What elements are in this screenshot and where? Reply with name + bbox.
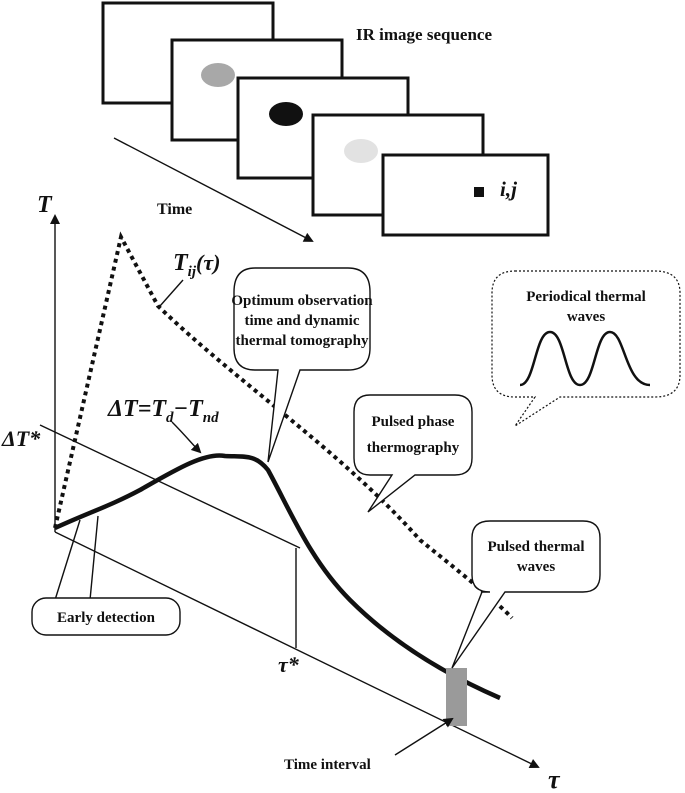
time-arrow <box>113 137 314 242</box>
pulsed-phase-line-2: thermography <box>367 440 460 456</box>
pulsed-phase-callout <box>353 394 473 513</box>
time-label: Time <box>157 201 192 218</box>
tau-star-label: τ* <box>278 652 300 677</box>
periodical-line-2: waves <box>567 309 605 325</box>
periodical-callout <box>491 270 681 427</box>
early-pointer-2 <box>89 515 99 601</box>
periodical-wave-icon <box>519 330 651 387</box>
delta-t-pointer <box>171 421 202 454</box>
time-interval-pointer <box>394 717 454 756</box>
delta-t-equation: ΔT=Td−Tnd <box>107 396 219 426</box>
delta-t-star-line <box>39 424 301 549</box>
pixel-label: i,j <box>500 177 517 201</box>
x-axis <box>54 531 540 768</box>
ir-sequence-title: IR image sequence <box>356 25 492 44</box>
optimum-callout <box>233 267 371 463</box>
early-pointer-1 <box>54 519 81 601</box>
tij-label: Tij(τ) <box>173 250 220 280</box>
time-interval-bar <box>446 668 467 726</box>
pulsed-waves-callout <box>451 520 601 669</box>
ir-frame-5 <box>381 153 550 237</box>
early-detection-label: Early detection <box>57 610 156 626</box>
optimum-line-1: Optimum observation <box>231 293 373 309</box>
defect-spot-dark <box>269 102 303 126</box>
pixel-marker <box>474 187 484 197</box>
defect-spot-light <box>201 63 235 87</box>
time-interval-label: Time interval <box>284 757 371 773</box>
optimum-line-2: time and dynamic <box>244 313 359 329</box>
pulsed-waves-line-1: Pulsed thermal <box>487 539 584 555</box>
tij-pointer <box>159 279 184 307</box>
pulsed-phase-line-1: Pulsed phase <box>372 414 455 430</box>
x-axis-label: τ <box>548 765 561 793</box>
y-axis-label: T <box>37 192 53 218</box>
early-detection-callout <box>31 597 181 636</box>
defect-spot-faint <box>344 139 378 163</box>
delta-t-curve <box>54 453 501 701</box>
pulsed-waves-line-2: waves <box>517 559 555 575</box>
periodical-line-1: Periodical thermal <box>526 289 646 305</box>
delta-t-star-label: ΔT* <box>1 426 41 451</box>
optimum-line-3: thermal tomography <box>236 333 369 349</box>
ir-image-sequence: i,j IR image sequence <box>101 1 550 237</box>
